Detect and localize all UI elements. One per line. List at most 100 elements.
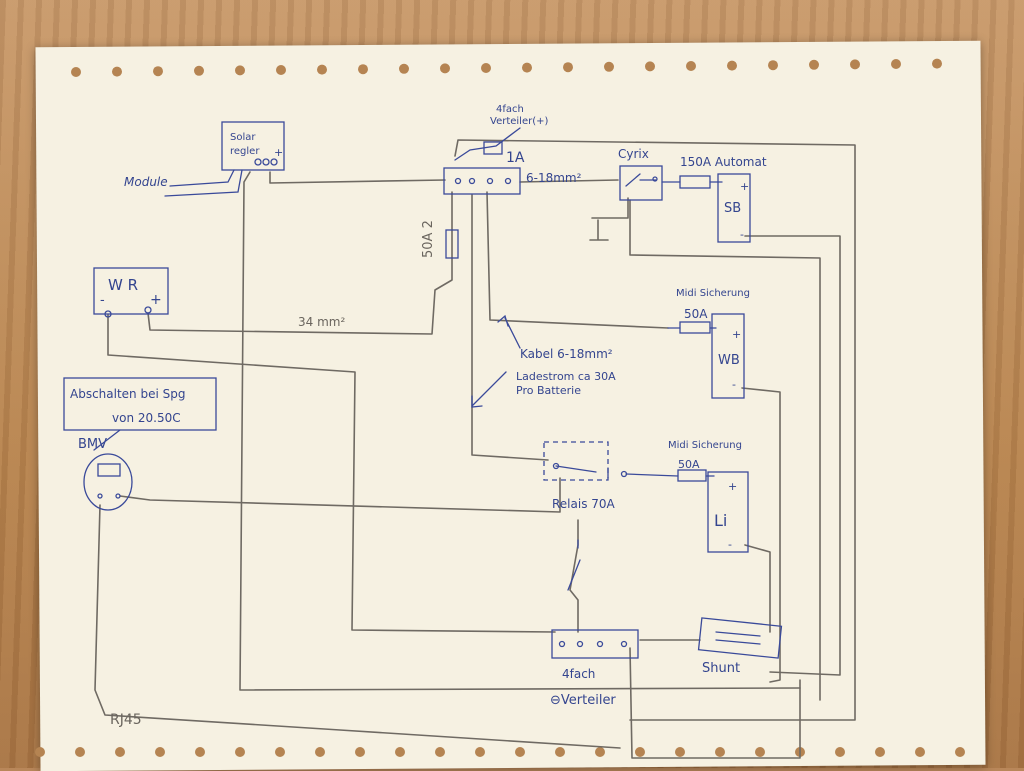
punch-hole xyxy=(35,747,45,757)
punch-hole xyxy=(715,747,725,757)
punch-hole xyxy=(850,59,860,70)
relais: Relais 70A xyxy=(543,441,628,591)
punch-hole xyxy=(686,61,696,71)
wb-battery: Midi Sicherung 50A WB + - xyxy=(667,288,750,399)
solar-label-1: Solar xyxy=(230,132,256,143)
cable-top-label: 6-18mm² xyxy=(526,171,582,185)
shunt-label: Shunt xyxy=(702,661,740,676)
punch-hole xyxy=(112,66,122,77)
bmv-label: BMV xyxy=(78,437,107,452)
punch-hole xyxy=(809,59,819,70)
verteiler-plus-label-1: 4fach xyxy=(496,104,524,115)
kabel-annotation: Kabel 6-18mm² Ladestrom ca 30A Pro Batte… xyxy=(471,314,616,408)
punch-hole xyxy=(315,747,325,757)
punch-holes xyxy=(35,58,965,757)
wb-minus: - xyxy=(732,378,736,391)
punch-hole xyxy=(275,747,285,757)
wechselrichter: W R - + 34 mm² xyxy=(93,267,345,329)
punch-hole xyxy=(645,61,655,72)
module-label: Module xyxy=(124,175,168,189)
midi-2-fuse: 50A xyxy=(678,458,700,471)
punch-hole xyxy=(153,66,163,77)
li-battery: Midi Sicherung 50A Li + - xyxy=(625,440,749,553)
li-minus: - xyxy=(728,538,732,551)
punch-hole xyxy=(440,63,450,74)
sb-plus: + xyxy=(740,180,749,193)
punch-hole xyxy=(604,61,614,72)
punch-hole xyxy=(635,747,645,757)
punch-hole xyxy=(727,60,737,71)
fuse-50a-vertical: 50A 2 xyxy=(421,220,459,259)
solar-regler: Solar regler + xyxy=(221,121,285,171)
punch-hole xyxy=(235,65,245,76)
wr-label: W R xyxy=(108,276,138,294)
punch-hole xyxy=(555,747,565,757)
punch-hole xyxy=(595,747,605,757)
automat-label: 150A Automat xyxy=(680,155,767,169)
punch-hole xyxy=(932,58,942,69)
punch-hole xyxy=(435,747,445,757)
wr-plus: + xyxy=(150,292,162,308)
punch-hole xyxy=(276,65,286,75)
midi-2-label: Midi Sicherung xyxy=(668,440,742,451)
ladestrom-label-1: Ladestrom ca 30A xyxy=(516,370,616,383)
punch-hole xyxy=(71,67,81,77)
wr-minus: - xyxy=(100,293,105,308)
verteiler-minus-label-2: ⊖Verteiler xyxy=(550,693,616,708)
punch-hole xyxy=(563,62,573,73)
punch-hole xyxy=(115,747,125,757)
solar-plus: + xyxy=(274,146,283,159)
punch-hole xyxy=(891,59,901,69)
li-plus: + xyxy=(728,480,737,493)
wb-label: WB xyxy=(718,353,740,368)
bmv: BMV xyxy=(78,429,133,511)
rj45-label: RJ45 xyxy=(110,712,142,728)
punch-hole xyxy=(317,64,327,75)
verteiler-minus: 4fach ⊖Verteiler xyxy=(550,629,639,708)
verteiler-plus: 4fach Verteiler(+) 1A 6-18mm² xyxy=(443,104,582,195)
midi-1-fuse: 50A xyxy=(684,307,708,321)
pencil-wires xyxy=(94,139,856,759)
punch-hole xyxy=(835,747,845,757)
punch-hole xyxy=(235,747,245,757)
punch-hole xyxy=(675,747,685,757)
ladestrom-label-2: Pro Batterie xyxy=(516,384,581,397)
punch-hole xyxy=(515,747,525,757)
relais-label: Relais 70A xyxy=(552,497,616,511)
punch-hole xyxy=(75,747,85,757)
fuse-1a-label: 1A xyxy=(506,150,525,166)
verteiler-minus-label-1: 4fach xyxy=(562,667,595,681)
li-label: Li xyxy=(714,511,727,530)
punch-hole xyxy=(875,747,885,757)
punch-hole xyxy=(355,747,365,757)
cyrix: Cyrix 150A Automat xyxy=(618,147,767,201)
shunt: Shunt xyxy=(697,617,783,676)
punch-hole xyxy=(395,747,405,757)
fuse-50a-label: 50A 2 xyxy=(421,220,436,258)
sb-battery: SB + - xyxy=(717,173,751,243)
wb-plus: + xyxy=(732,328,741,341)
punch-hole xyxy=(475,747,485,757)
abschalten-label-1: Abschalten bei Spg xyxy=(70,387,185,401)
verteiler-plus-label-2: Verteiler(+) xyxy=(490,116,549,127)
punch-hole xyxy=(915,747,925,757)
punch-hole xyxy=(399,63,409,74)
punch-hole xyxy=(155,747,165,757)
abschalten-note: Abschalten bei Spg von 20.50C xyxy=(63,377,217,431)
kabel-label: Kabel 6-18mm² xyxy=(520,347,613,361)
sb-label: SB xyxy=(724,201,741,216)
punch-hole xyxy=(358,64,368,75)
punch-hole xyxy=(195,747,205,757)
punch-hole xyxy=(768,60,778,71)
sb-minus: - xyxy=(740,228,744,241)
cyrix-label: Cyrix xyxy=(618,147,649,161)
midi-1-label: Midi Sicherung xyxy=(676,288,750,299)
punch-hole xyxy=(755,747,765,757)
punch-hole xyxy=(955,747,965,757)
cable-34-label: 34 mm² xyxy=(298,315,345,329)
abschalten-label-2: von 20.50C xyxy=(112,411,181,425)
punch-hole xyxy=(522,62,532,73)
punch-hole xyxy=(481,63,491,73)
solar-label-2: regler xyxy=(230,146,260,157)
